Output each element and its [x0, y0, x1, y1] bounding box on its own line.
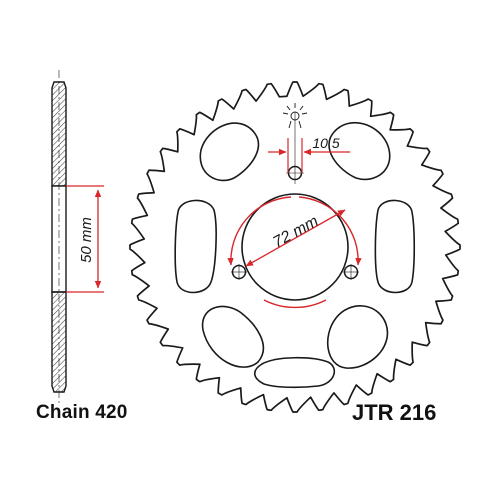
lightening-slot [253, 356, 336, 389]
hole-dimension: 10.5 [268, 135, 350, 173]
lightening-slot [374, 199, 416, 294]
hole-dimension-label: 10.5 [312, 135, 339, 151]
bore-dimension: 50 mm [66, 185, 104, 293]
bore-dimension-label: 50 mm [78, 217, 95, 263]
side-profile [51, 70, 67, 404]
lightening-slot [199, 122, 260, 182]
lightening-slot [201, 305, 265, 368]
chain-size-label: Chain 420 [36, 402, 128, 423]
part-number-label: JTR 216 [352, 400, 437, 425]
lightening-slot [174, 199, 217, 294]
lightening-slot [328, 121, 391, 181]
lightening-slot [327, 305, 389, 369]
brand-mark-icon [282, 103, 308, 129]
sprocket-front-view [129, 81, 461, 413]
